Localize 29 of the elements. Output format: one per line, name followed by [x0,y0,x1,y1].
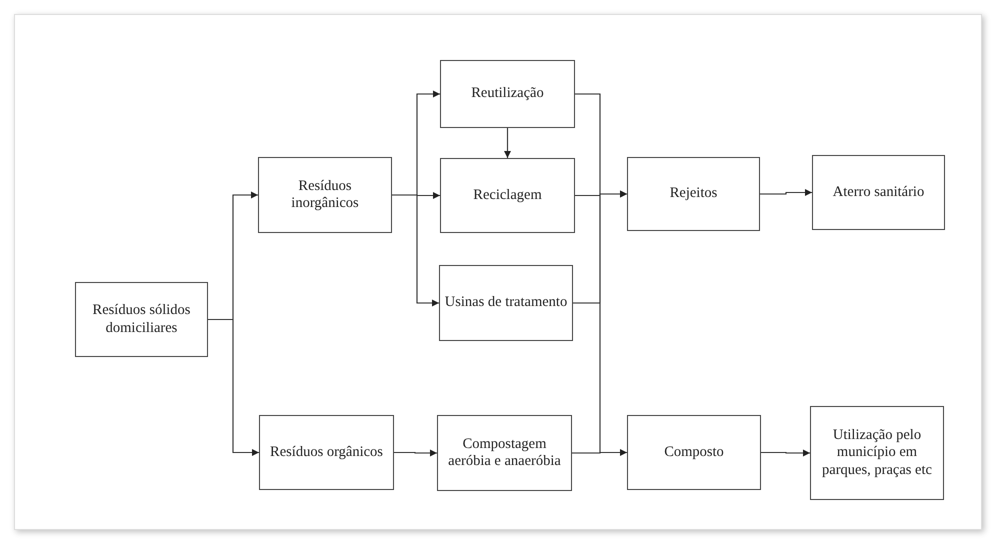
box-label: Resíduos sólidos domiciliares [92,302,192,337]
process-box [75,282,208,357]
box-label: Resíduos inorgânicos [290,178,360,212]
box-label: Aterro sanitário [832,184,926,202]
process-box [627,157,760,231]
box-label: Compostagem aeróbia e anaeróbia [447,436,562,470]
process-box [439,265,573,341]
process-box [437,415,572,491]
box-label: Resíduos orgânicos [269,444,384,462]
box-label: Rejeitos [668,185,718,203]
process-box [259,415,394,490]
arrow [394,450,437,456]
box-label: Reutilização [470,85,545,103]
process-box [812,155,945,230]
arrow [572,449,627,456]
box-label: Composto [663,444,725,462]
box-label: Usinas de tratamento [444,294,568,312]
box-label: Utilização pelo município em parques, praças etc [821,426,933,480]
process-box [258,157,392,233]
arrow [761,450,810,456]
arrow [504,128,511,158]
arrow [208,318,259,456]
process-box [627,415,761,490]
process-box [810,406,944,500]
process-box [440,158,575,233]
arrow [392,194,439,306]
process-box [440,60,575,128]
box-label: Reciclagem [472,186,543,204]
arrow [760,189,812,196]
